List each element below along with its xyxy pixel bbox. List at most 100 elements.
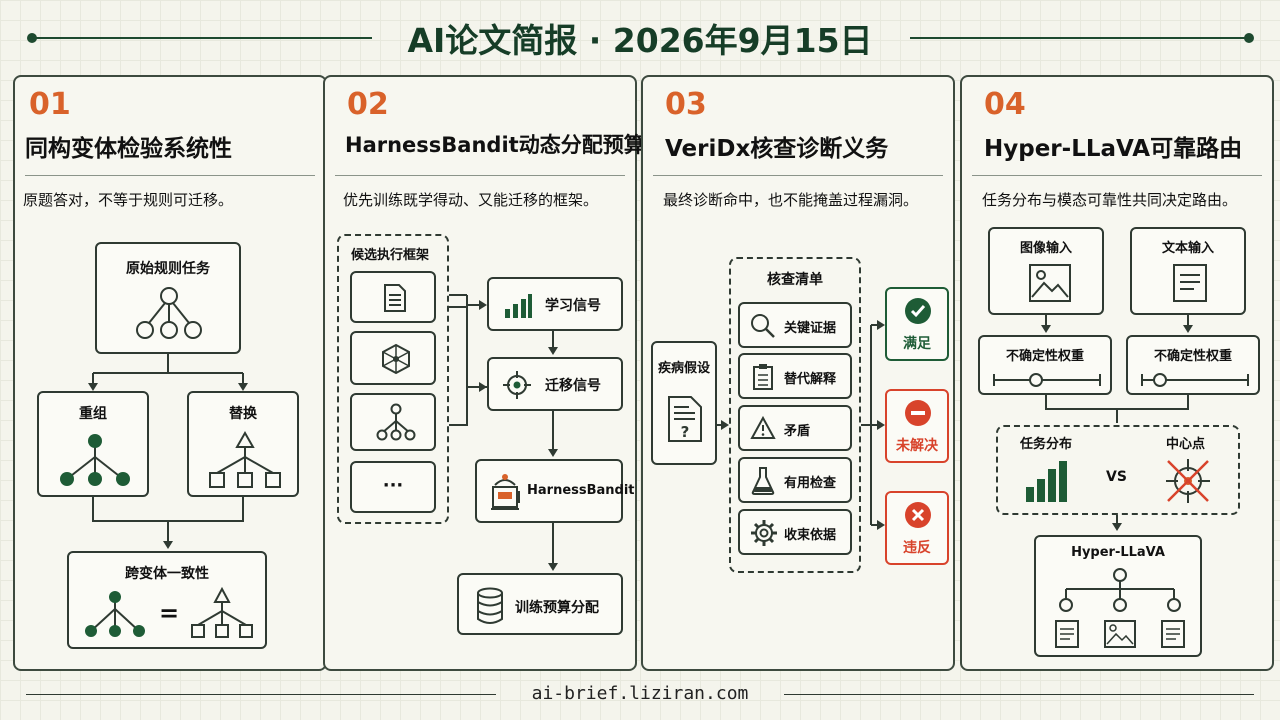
title-right-rule: [910, 37, 1250, 39]
tree-filled-icon: [60, 434, 130, 486]
check-item-contradiction: 矛盾: [738, 405, 852, 451]
node-label: 迁移信号: [545, 378, 601, 394]
hyper-llava-box: Hyper-LLaVA: [1034, 535, 1202, 657]
learning-signal-box: 学习信号: [487, 277, 623, 331]
panel-divider: [335, 175, 625, 176]
node-label: 跨变体一致性: [125, 566, 209, 582]
footer-url: ai-brief.liziran.com: [531, 683, 749, 704]
node-label: 原始规则任务: [126, 261, 210, 277]
node-label: 训练预算分配: [515, 600, 599, 616]
panel-title: VeriDx核查诊断义务: [665, 136, 889, 162]
target-icon: [503, 371, 531, 399]
triangle-squares-icon: [209, 430, 281, 488]
panel-number: 04: [984, 87, 1026, 122]
node-label: 不确定性权重: [1005, 349, 1084, 364]
panel-title: Hyper-LLaVA可靠路由: [984, 136, 1243, 162]
triangle-squares-icon: [191, 586, 253, 638]
ellipsis-label: ···: [382, 475, 404, 496]
panel-02: 02 HarnessBandit动态分配预算 优先训练既学得动、又能迁移的框架。…: [323, 75, 645, 671]
title-left-rule: [32, 37, 372, 39]
checklist-group: 核查清单: [729, 257, 861, 573]
panel-subtitle: 原题答对，不等于规则可迁移。: [23, 191, 234, 209]
uncertainty-weight-right: 不确定性权重: [1126, 335, 1260, 395]
tree-outline-icon: [376, 403, 416, 441]
clipboard-icon: [753, 364, 773, 390]
node-label: 收束依据: [784, 528, 837, 543]
panel-divider: [972, 175, 1262, 176]
node-label: 替代解释: [784, 372, 837, 387]
panel-title: HarnessBandit动态分配预算: [345, 133, 645, 157]
document-icon: [384, 284, 406, 312]
svg-text:?: ?: [681, 423, 690, 441]
page-title: AI论文简报 · 2026年9月15日: [407, 21, 873, 60]
bar-chart-icon: [1026, 461, 1067, 502]
outcome-satisfied: 满足: [885, 287, 949, 361]
outcome-label: 满足: [903, 336, 931, 352]
node-label: 图像输入: [1019, 241, 1072, 256]
group-label: 核查清单: [767, 272, 823, 288]
slot-machine-icon: [491, 474, 520, 510]
node-label: 关键证据: [784, 321, 837, 336]
panel-subtitle: 优先训练既学得动、又能迁移的框架。: [343, 191, 599, 209]
tree-outline-icon: [136, 287, 202, 339]
replace-box: 替换: [187, 391, 299, 497]
uncertainty-weight-left: 不确定性权重: [978, 335, 1112, 395]
original-rule-box: 原始规则任务: [95, 242, 241, 354]
flow-connectors: [717, 320, 885, 530]
node-label: 学习信号: [545, 298, 601, 314]
slider-icon: [993, 373, 1101, 387]
node-label: 疾病假设: [657, 361, 710, 376]
routing-tree-icon: [1055, 568, 1185, 648]
text-document-icon: [1173, 264, 1207, 302]
slider-icon: [1141, 373, 1249, 387]
consistency-box: 跨变体一致性 =: [67, 551, 267, 649]
outcome-violation: 违反: [885, 491, 949, 565]
outcome-unresolved: 未解决: [885, 389, 949, 463]
check-item-useful-test: 有用检查: [738, 457, 852, 503]
group-label: 候选执行框架: [351, 248, 430, 263]
bar-chart-icon: [505, 294, 532, 318]
training-budget-box: 训练预算分配: [457, 573, 623, 635]
node-label: 有用检查: [784, 476, 837, 491]
image-input-box: 图像输入: [988, 227, 1104, 315]
database-icon: [477, 587, 503, 624]
flask-icon: [751, 467, 775, 495]
panel-subtitle: 任务分布与模态可靠性共同决定路由。: [982, 191, 1238, 209]
candidate-network: [350, 331, 436, 385]
gear-icon: [751, 520, 777, 546]
outcome-label: 违反: [903, 540, 931, 556]
node-label: 替换: [229, 406, 257, 422]
footer-left-rule: [26, 694, 496, 695]
text-input-box: 文本输入: [1130, 227, 1246, 315]
panel-number: 01: [29, 87, 71, 122]
panel-04: 04 Hyper-LLaVA可靠路由 任务分布与模态可靠性共同决定路由。 图像输…: [960, 75, 1274, 671]
panel-divider: [25, 175, 315, 176]
magnifier-icon: [751, 314, 775, 338]
node-label: 矛盾: [784, 424, 811, 439]
node-label: 文本输入: [1161, 241, 1214, 256]
panel-01: 01 同构变体检验系统性 原题答对，不等于规则可迁移。 原始规则任务 重组: [13, 75, 327, 671]
image-icon: [1029, 264, 1071, 302]
footer-right-rule: [784, 694, 1254, 695]
check-item-alternative: 替代解释: [738, 353, 852, 399]
crossed-target-icon: [1166, 459, 1210, 503]
check-circle-icon: [905, 298, 931, 324]
flow-connectors: [1041, 315, 1193, 531]
hypothesis-box: 疾病假设 ?: [651, 341, 717, 465]
candidate-more: ···: [350, 461, 436, 513]
routing-comparison-group: 任务分布 VS 中心点: [996, 425, 1240, 515]
candidate-tree: [350, 393, 436, 451]
panel-03: 03 VeriDx核查诊断义务 最终诊断命中，也不能掩盖过程漏洞。 疾病假设 ?…: [641, 75, 955, 671]
node-label: 中心点: [1166, 437, 1206, 452]
node-label: 重组: [79, 406, 107, 422]
flow-connectors: [449, 294, 558, 571]
versus-label: VS: [1106, 469, 1127, 485]
minus-circle-icon: [905, 400, 931, 426]
outcome-label: 未解决: [896, 438, 938, 454]
candidate-document: [350, 271, 436, 323]
check-item-closure: 收束依据: [738, 509, 852, 555]
node-label: 不确定性权重: [1153, 349, 1232, 364]
node-label: Hyper-LLaVA: [1071, 545, 1165, 560]
x-circle-icon: [905, 502, 931, 528]
panel-title: 同构变体检验系统性: [25, 136, 232, 162]
